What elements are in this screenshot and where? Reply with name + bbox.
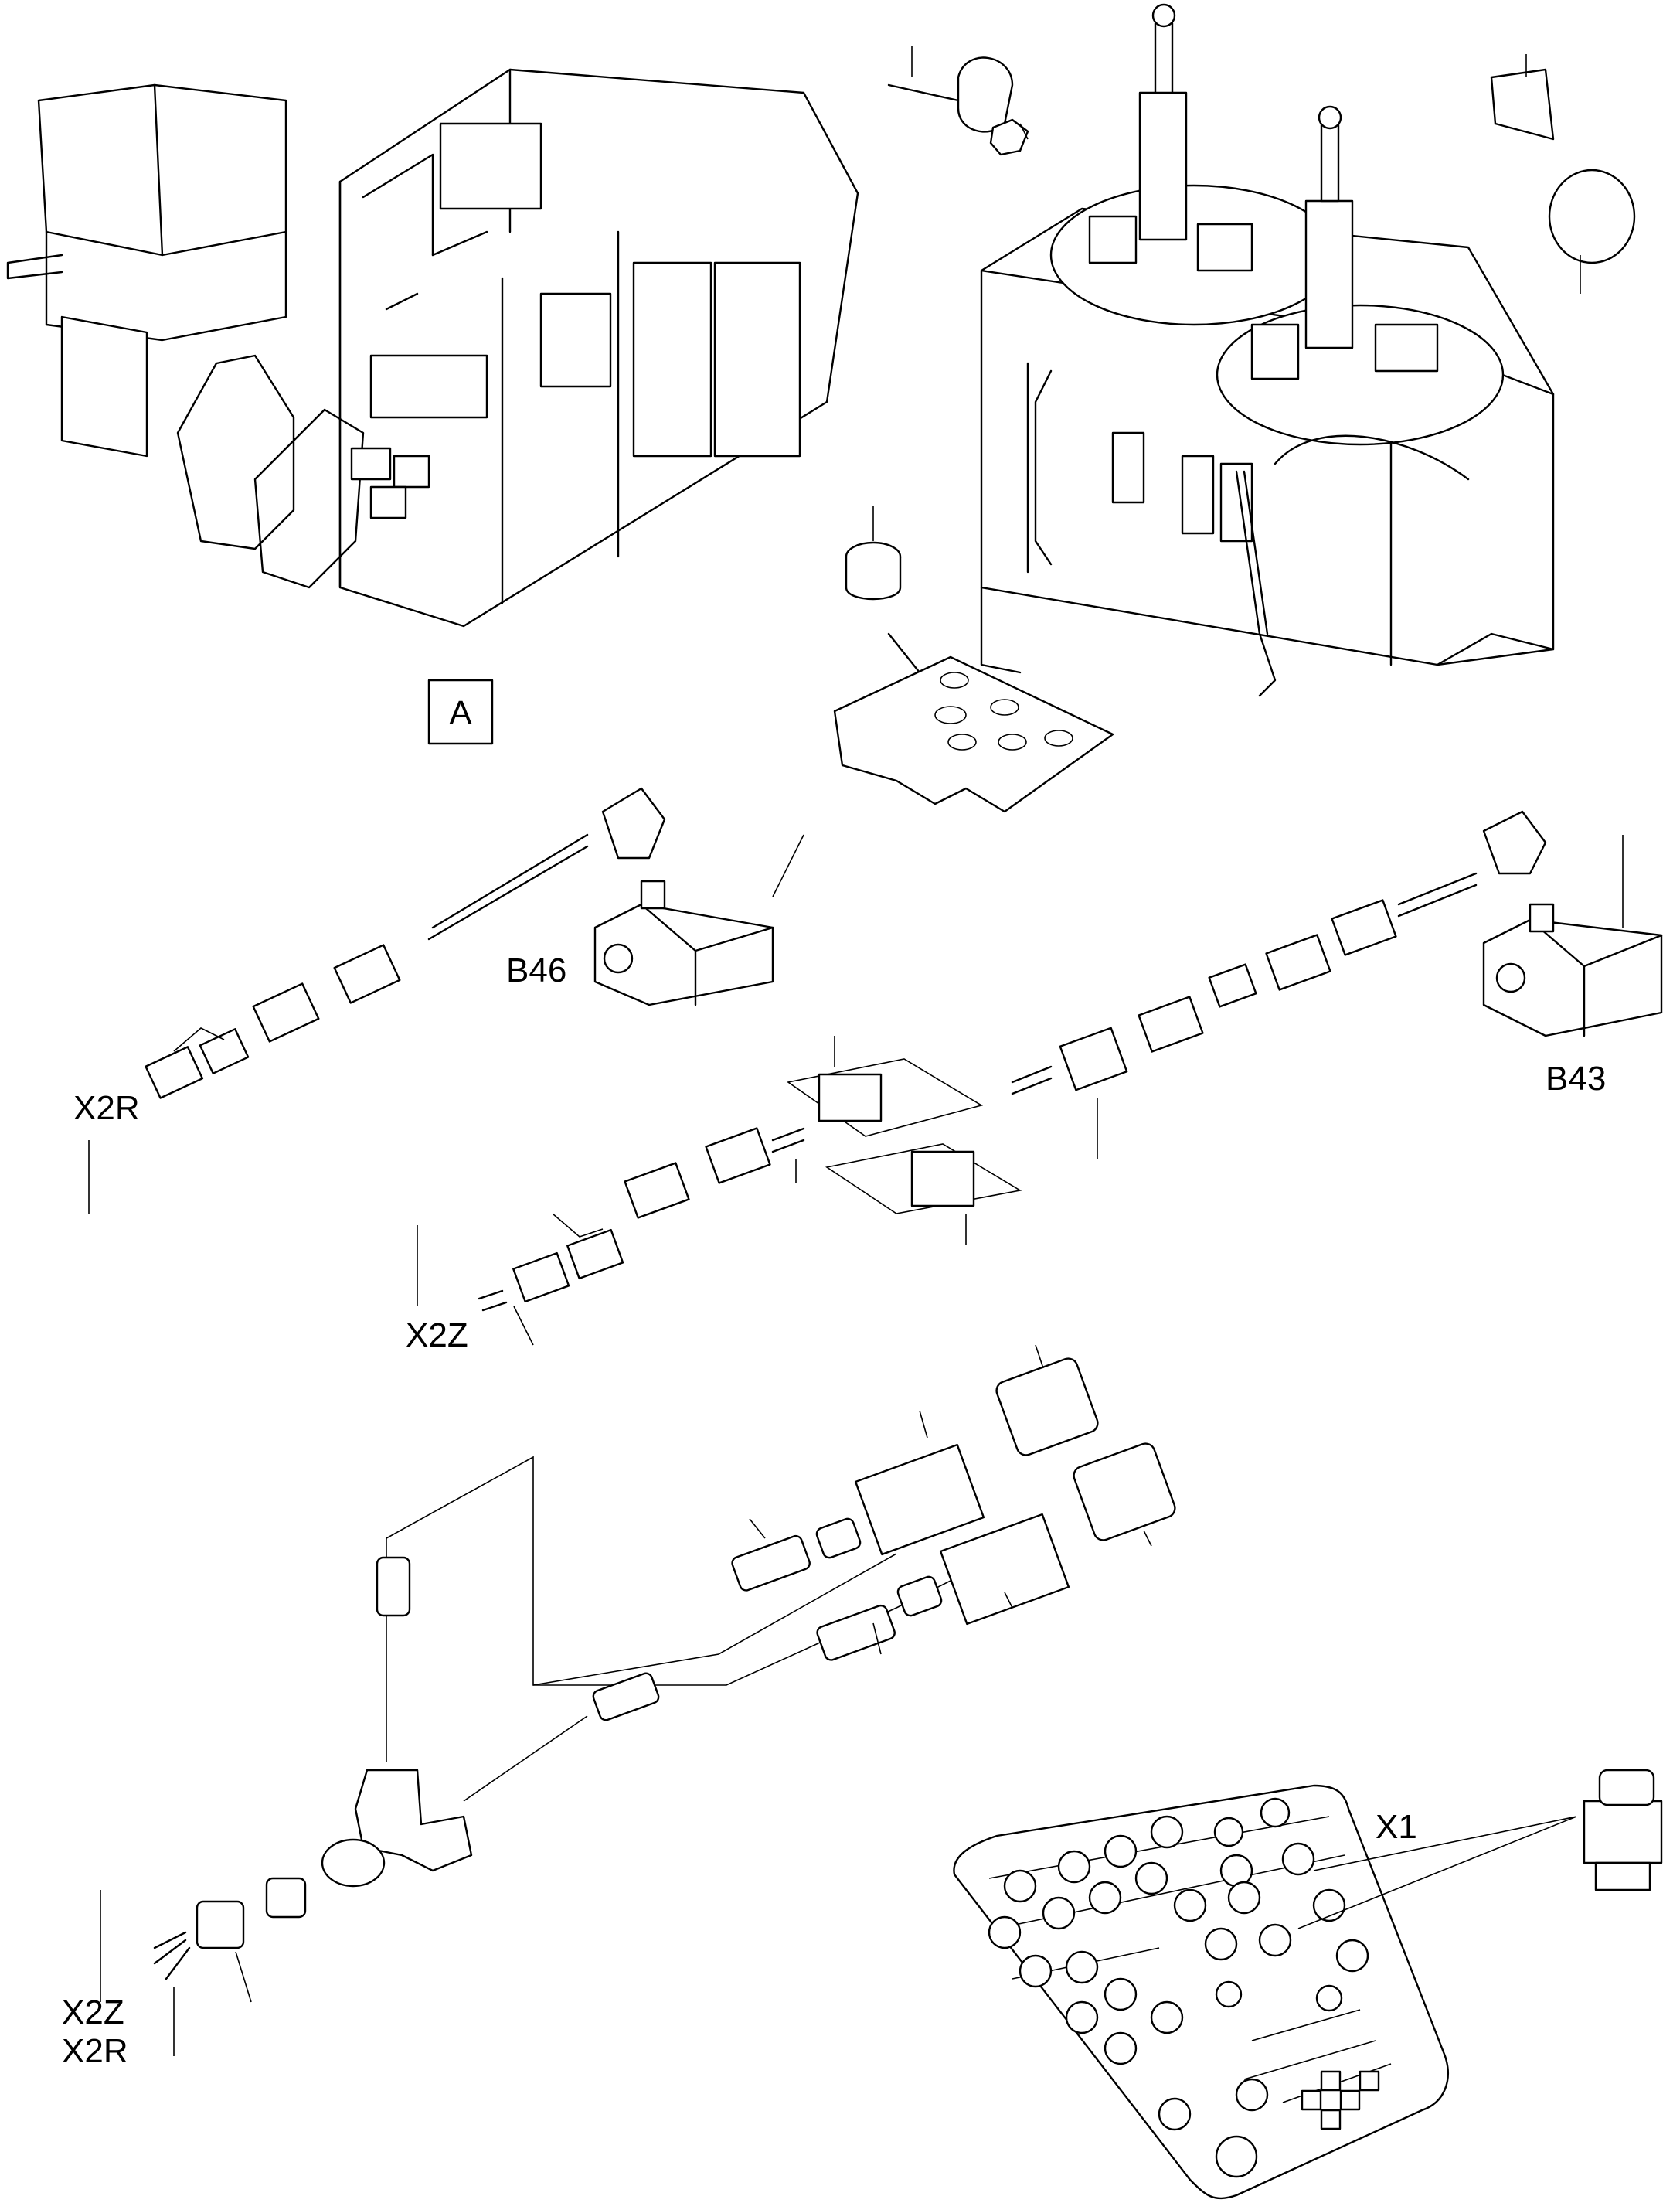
grommet-plate [833, 506, 1114, 813]
label-x2z-bottom: X2Z [62, 1994, 124, 2031]
arrow-keypad [1301, 2070, 1380, 2130]
sensor-b46-assembly: B46 X2R [73, 787, 804, 1214]
connector-x2z-assembly: X2Z [406, 1036, 1022, 1354]
hydraulic-unit [980, 3, 1555, 697]
label-x2r-bottom: X2R [62, 2032, 128, 2070]
label-x2r-top: X2R [73, 1089, 140, 1127]
label-b43: B43 [1546, 1060, 1606, 1098]
cable-tie [1490, 54, 1636, 294]
sensor-b43-assembly: B43 [1011, 810, 1663, 1159]
label-x2z-mid: X2Z [406, 1316, 468, 1354]
control-panel-x1: X1 [953, 1769, 1663, 2200]
label-x1: X1 [1376, 1808, 1417, 1846]
selector-switch [1297, 1769, 1663, 1929]
label-b46: B46 [506, 952, 566, 989]
machine-overview [6, 68, 859, 628]
tee-cable-assembly: X2Z X2R [62, 1344, 1176, 2070]
knob-group [988, 1797, 1369, 2178]
view-a-text: A [449, 694, 472, 732]
bolt-clamp-assembly [887, 46, 1029, 156]
view-label-a: A [427, 679, 494, 745]
